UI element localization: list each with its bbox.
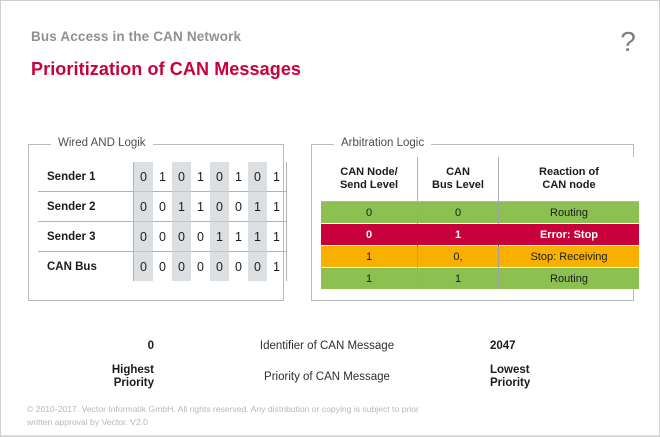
- label-line: Lowest: [490, 364, 530, 376]
- bit-cell: 0: [133, 221, 153, 252]
- wired-and-table: Sender 1 0 1 0 1 0 1 0 1 Sender 2 0 0 1 …: [38, 162, 287, 281]
- bit-cell: 1: [248, 191, 267, 222]
- column-header-send-level: CAN Node/ Send Level: [321, 157, 418, 202]
- cell-bus-level: 0: [417, 201, 499, 224]
- bit-cell: 0: [153, 251, 172, 281]
- bit-cell: 1: [267, 162, 287, 192]
- bit-cell: 0: [153, 221, 172, 252]
- identifier-axis-label: Identifier of CAN Message: [169, 339, 485, 354]
- header-line: CAN: [446, 166, 470, 178]
- cell-bus-level: 1: [417, 223, 499, 246]
- bit-cell: 0: [172, 251, 191, 281]
- footer-divider: [1, 435, 659, 436]
- column-header-reaction: Reaction of CAN node: [498, 157, 639, 202]
- identifier-axis-row: 0 Identifier of CAN Message 2047: [1, 331, 659, 362]
- label-line: Highest: [111, 364, 154, 376]
- bit-cell: 1: [267, 221, 287, 252]
- cell-reaction: Routing: [498, 267, 639, 289]
- bit-cell: 1: [235, 169, 242, 184]
- help-icon[interactable]: ?: [620, 26, 636, 57]
- identifier-left-label: 0: [147, 340, 154, 352]
- table-header-row: CAN Node/ Send Level CAN Bus Level React…: [321, 157, 639, 202]
- bit-cell: 1: [191, 191, 210, 222]
- bit-cell: 0: [133, 162, 153, 192]
- bit-cell: 0: [191, 251, 210, 281]
- bit-cell: 1: [248, 221, 267, 252]
- table-row: 1 1 Routing: [321, 267, 639, 289]
- bit-cell: 0: [210, 162, 229, 192]
- cell-reaction: Stop: Receiving: [498, 245, 639, 268]
- cell-send-level: 0: [321, 223, 418, 246]
- table-row: 1 0, Stop: Receiving: [321, 245, 639, 268]
- table-row: 0 0 Routing: [321, 201, 639, 224]
- row-label: Sender 3: [38, 221, 134, 252]
- bit-cell: 0: [133, 251, 153, 281]
- bit-cell: 1: [172, 191, 191, 222]
- bit-cell: 0: [210, 251, 229, 281]
- bit-cell: 1: [229, 221, 248, 252]
- arbitration-logic-legend: Arbitration Logic: [334, 137, 432, 149]
- footer-line-1: © 2010-2017. Vector Informatik GmbH. All…: [27, 404, 419, 414]
- column-header-bus-level: CAN Bus Level: [417, 157, 499, 202]
- bit-cell: 1: [267, 251, 287, 281]
- header-line: CAN node: [542, 179, 596, 191]
- bit-cell: 0: [153, 191, 172, 222]
- cell-send-level: 1: [321, 267, 418, 289]
- bit-cell: 0: [248, 162, 267, 192]
- bit-cell: 0: [172, 221, 191, 252]
- bit-cell: 1: [210, 221, 229, 252]
- cell-bus-level: 0,: [417, 245, 499, 268]
- row-label: Sender 1: [38, 162, 134, 192]
- identifier-right-label: 2047: [490, 340, 516, 352]
- bit-cell: 0: [229, 191, 248, 222]
- wired-and-legend: Wired AND Logik: [51, 137, 153, 149]
- label-line: Priority: [490, 377, 531, 389]
- bit-cell: 1: [159, 169, 166, 184]
- row-label: Sender 2: [38, 191, 134, 222]
- header-line: Send Level: [339, 179, 399, 191]
- priority-left-label: Highest Priority: [34, 364, 154, 390]
- header-line: CAN Node/: [340, 166, 398, 178]
- header-line: Bus Level: [432, 179, 484, 191]
- cell-reaction: Routing: [498, 201, 639, 224]
- slide-header: Bus Access in the CAN Network Prioritiza…: [31, 29, 639, 80]
- label-line: Priority: [113, 377, 154, 389]
- footer-line-2: written approval by Vector. V2.0: [27, 416, 148, 427]
- priority-axis-label: Priority of CAN Message: [169, 370, 485, 385]
- bit-cell: 0: [133, 191, 153, 222]
- cell-bus-level: 1: [417, 267, 499, 289]
- cell-send-level: 0: [321, 201, 418, 224]
- bit-cell: 0: [172, 162, 191, 192]
- table-row: Sender 1 0 1 0 1 0 1 0 1: [38, 162, 287, 192]
- cell-send-level: 1: [321, 245, 418, 268]
- axis-diagram: 0 Identifier of CAN Message 2047 Highest…: [1, 331, 659, 393]
- table-row: Sender 2 0 0 1 1 0 0 1 1: [38, 191, 287, 222]
- page-title: Prioritization of CAN Messages: [31, 59, 302, 79]
- arbitration-logic-panel: Arbitration Logic CAN Node/ Send Level C…: [311, 137, 639, 301]
- bit-cell: 0: [229, 251, 248, 281]
- priority-axis-row: Highest Priority Priority of CAN Message…: [1, 362, 659, 393]
- header-line: Reaction of: [539, 166, 599, 178]
- row-label: CAN Bus: [38, 251, 134, 281]
- cell-reaction: Error: Stop: [498, 223, 639, 246]
- wired-and-panel: Wired AND Logik Sender 1 0 1 0 1 0 1 0 1…: [28, 137, 287, 301]
- arbitration-table: CAN Node/ Send Level CAN Bus Level React…: [321, 157, 639, 289]
- table-row: CAN Bus 0 0 0 0 0 0 0 1: [38, 251, 287, 281]
- footer-copyright: © 2010-2017. Vector Informatik GmbH. All…: [27, 403, 557, 428]
- bit-cell: 0: [248, 251, 267, 281]
- table-row: 0 1 Error: Stop: [321, 223, 639, 246]
- bit-cell: 0: [210, 191, 229, 222]
- bit-cell: 0: [191, 221, 210, 252]
- eyebrow-text: Bus Access in the CAN Network: [31, 29, 242, 44]
- bit-cell: 1: [267, 191, 287, 222]
- priority-right-label: Lowest Priority: [490, 364, 610, 390]
- bit-cell: 1: [197, 169, 204, 184]
- table-row: Sender 3 0 0 0 0 1 1 1 1: [38, 221, 287, 252]
